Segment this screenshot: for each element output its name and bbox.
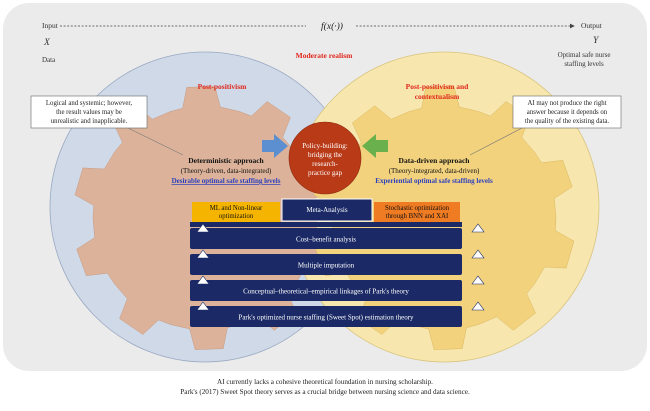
blue-arrow-icon <box>262 134 288 158</box>
triangle-icon <box>196 223 210 233</box>
ml-optimization-box: ML and Non-linear optimization <box>192 202 280 222</box>
left-paradigm-title: Post-positivism <box>198 82 248 91</box>
meta-analysis-box: Meta-Analysis <box>281 198 373 222</box>
footer-line2: Park's (2017) Sweet Spot theory serves a… <box>180 388 470 396</box>
output-description-line1: Optimal safe nurse <box>558 51 611 59</box>
right-note-box: AI may not produce the right answer beca… <box>469 95 622 156</box>
theory-bar-label: Cost–benefit analysis <box>296 236 356 244</box>
triangle-icon <box>196 249 210 259</box>
theory-bar-label: Conceptual–theoretical–empirical linkage… <box>243 288 409 296</box>
stochastic-line2: through BNN and XAI <box>386 213 449 220</box>
right-note-line2: answer because it depends on <box>527 109 608 116</box>
left-note-box: Logical and systemic; however, the resul… <box>30 95 184 156</box>
connector-triangles <box>196 223 485 311</box>
theory-bar-bg <box>190 280 462 301</box>
output-label: Output <box>581 21 603 30</box>
center-title: Moderate realism <box>296 51 353 60</box>
function-label: f(x(·)) <box>321 21 343 32</box>
right-approach-title: Data-driven approach <box>399 156 471 165</box>
footer-line1: AI currently lacks a cohesive theoretica… <box>217 378 433 386</box>
ml-line2: optimization <box>219 213 254 220</box>
triangle-icon <box>196 275 210 285</box>
theory-bar-bg <box>190 228 462 249</box>
right-approach-levels: Experiential optimal safe staffing level… <box>375 177 493 185</box>
right-paradigm-title-line1: Post-positivism and <box>406 82 470 91</box>
output-description-line2: staffing levels <box>564 60 604 68</box>
output-symbol: Y <box>593 36 600 46</box>
triangle-icon <box>471 275 485 285</box>
left-note-line3: unrealistic and inapplicable. <box>51 118 128 125</box>
triangle-icon <box>471 223 485 233</box>
theory-bar-bg <box>190 306 462 327</box>
left-note-line2: the result values may be <box>56 109 122 116</box>
triangle-icon <box>471 301 485 311</box>
policy-line2: bridging the <box>308 151 342 159</box>
theory-bar-label: Park's optimized nurse staffing (Sweet S… <box>238 314 414 322</box>
green-arrow-icon <box>362 134 388 158</box>
policy-building-circle: Policy-building: bridging the research- … <box>288 121 362 195</box>
left-approach-levels: Desirable optimal safe staffing levels <box>172 177 281 185</box>
right-note-line3: the quality of the existing data. <box>525 118 609 125</box>
triangle-icon <box>471 249 485 259</box>
stochastic-line1: Stochastic optimization <box>385 205 450 212</box>
policy-line4: practice gap <box>308 169 343 177</box>
right-approach-subtitle: (Theory-integrated, data-driven) <box>389 167 480 175</box>
ml-line1: ML and Non-linear <box>210 205 263 212</box>
right-note-line1: AI may not produce the right <box>527 100 606 107</box>
left-approach-title: Deterministic approach <box>188 156 264 165</box>
right-paradigm-title-line2: contextualism <box>415 92 460 101</box>
methods-band <box>190 222 462 227</box>
input-label: Input <box>42 21 59 30</box>
policy-line3: research- <box>312 160 338 168</box>
meta-analysis-label: Meta-Analysis <box>306 206 347 214</box>
input-description: Data <box>42 56 56 64</box>
policy-line1: Policy-building: <box>302 142 348 150</box>
triangle-icon <box>196 301 210 311</box>
input-symbol: X <box>43 38 51 48</box>
theory-bar-bg <box>190 254 462 275</box>
left-note-line1: Logical and systemic; however, <box>46 100 132 107</box>
theory-bar-label: Multiple imputation <box>298 262 355 270</box>
left-approach-subtitle: (Theory-driven, data-integrated) <box>181 167 272 175</box>
stochastic-optimization-box: Stochastic optimization through BNN and … <box>374 202 460 222</box>
